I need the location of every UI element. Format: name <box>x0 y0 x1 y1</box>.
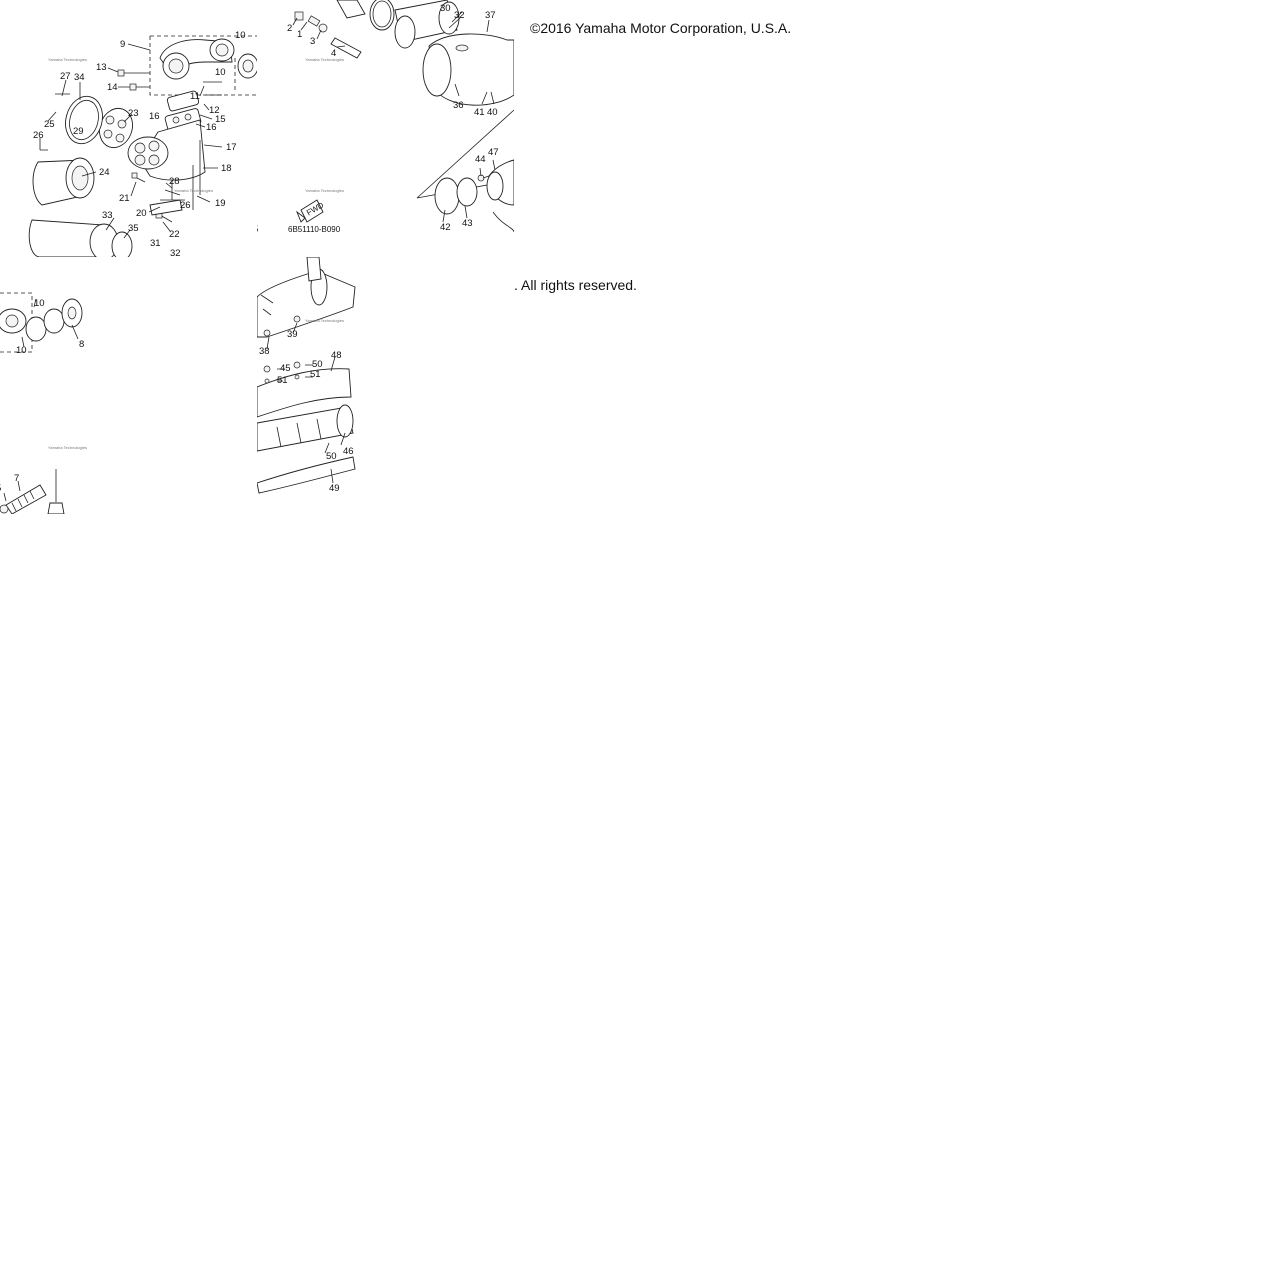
drawing-code: 6B51110-B090 <box>288 225 341 234</box>
callout: 22 <box>169 229 180 240</box>
callout: 15 <box>215 114 226 125</box>
callout: 35 <box>128 223 139 234</box>
callout: 43 <box>462 218 473 229</box>
callout: 25 <box>44 119 55 130</box>
callout: 40 <box>487 107 498 118</box>
copyright-line-1: ©2016 Yamaha Motor Corporation, U.S.A. <box>530 20 792 36</box>
diagram-tile-bottom-center: Yamaha Technologies 38 39 45 46 48 49 50… <box>257 257 357 514</box>
diagram-tile-bottom-left: 10 10 8 Yamaha Technologies 5 7 <box>0 257 257 514</box>
exhaust-manifold-drawing: Yamaha Technologies Yamaha Technologies … <box>28 30 257 257</box>
callout: 45 <box>280 363 291 374</box>
watermark: Yamaha Technologies <box>305 57 344 62</box>
callout: 38 <box>259 346 270 357</box>
callout: 10 <box>16 345 27 356</box>
callout: 11 <box>190 91 200 102</box>
callout: 19 <box>215 198 226 209</box>
callout: 13 <box>96 62 107 73</box>
callout: 7 <box>14 473 19 484</box>
callout: 20 <box>136 208 147 219</box>
watermark: Yamaha Technologies <box>305 318 344 323</box>
callout: 49 <box>329 483 340 494</box>
watermark: Yamaha Technologies <box>48 445 87 450</box>
callout: 39 <box>287 329 298 340</box>
callout: 51 <box>277 375 288 386</box>
callout: 21 <box>119 193 130 204</box>
callout: 4 <box>331 48 336 59</box>
callout: 26 <box>33 130 44 141</box>
callout: 51 <box>310 369 321 380</box>
callout: 12 <box>209 105 220 116</box>
callout: 46 <box>343 446 354 457</box>
callout: 28 <box>169 176 180 187</box>
callout: 48 <box>331 350 342 361</box>
callout: 36 <box>453 100 464 111</box>
callout: 34 <box>74 72 85 83</box>
callout: 9 <box>120 39 125 50</box>
callout: 8 <box>79 339 84 350</box>
exhaust-pipe-drawing: Yamaha Technologies 38 39 45 46 48 49 50… <box>257 257 356 494</box>
callout: 26 <box>180 200 191 211</box>
callout: 31 <box>150 238 161 249</box>
callout: 29 <box>73 126 84 137</box>
callout: 27 <box>60 71 71 82</box>
callout: 14 <box>107 82 118 93</box>
watermark: Yamaha Technologies <box>305 188 344 193</box>
watermark: Yamaha Technologies <box>174 188 213 193</box>
callout: 1 <box>297 29 302 40</box>
diagram-tile-top-center: Yamaha Technologies Yamaha Technologies … <box>257 0 514 257</box>
callout: 16 <box>206 122 217 133</box>
callout: 32 <box>454 10 465 21</box>
callout: 24 <box>99 167 110 178</box>
callout: 17 <box>226 142 237 153</box>
callout: 5 <box>257 224 258 235</box>
callout: 10 <box>235 30 246 41</box>
manifold-detail-drawing: 10 10 8 Yamaha Technologies 5 7 <box>0 292 87 514</box>
exhaust-hose-drawing: Yamaha Technologies Yamaha Technologies … <box>257 0 514 235</box>
callout: 42 <box>440 222 451 233</box>
callout: 30 <box>440 3 451 14</box>
callout: 23 <box>128 108 139 119</box>
callout: 5 <box>0 483 1 494</box>
callout: 47 <box>488 147 499 158</box>
diagram-tile-top-left: Yamaha Technologies Yamaha Technologies … <box>0 0 257 257</box>
callout: 18 <box>221 163 232 174</box>
copyright-line-2: . All rights reserved. <box>514 277 637 293</box>
watermark: Yamaha Technologies <box>48 57 87 62</box>
callout: 32 <box>170 248 181 257</box>
callout: 33 <box>102 210 113 221</box>
fwd-arrow-icon: FWD <box>295 199 326 223</box>
callout: 50 <box>326 451 337 462</box>
callout: 16 <box>149 111 160 122</box>
callout: 50 <box>312 359 323 370</box>
callout: 2 <box>287 23 292 34</box>
callout: 3 <box>310 36 315 47</box>
callout: 41 <box>474 107 485 118</box>
callout: 10 <box>34 298 45 309</box>
callout: 37 <box>485 10 496 21</box>
callout: 10 <box>215 67 226 78</box>
callout: 44 <box>475 154 486 165</box>
